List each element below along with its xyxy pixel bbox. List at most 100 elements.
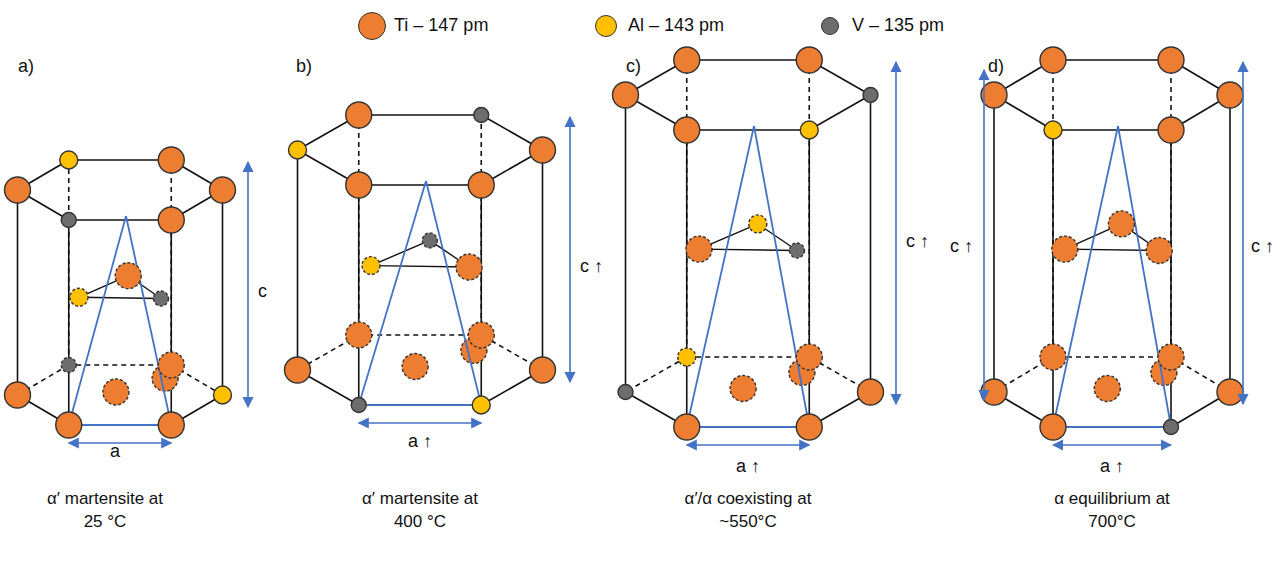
atom bbox=[402, 354, 428, 380]
dimension-arrow bbox=[983, 70, 985, 400]
atom bbox=[5, 382, 31, 408]
cell-edge bbox=[1229, 95, 1231, 392]
plane-triangle bbox=[79, 297, 161, 298]
atom bbox=[158, 147, 184, 173]
atom bbox=[1217, 82, 1243, 108]
cell-edge bbox=[809, 95, 870, 130]
dimension-arrow bbox=[1242, 62, 1244, 404]
atom bbox=[730, 376, 756, 402]
atom bbox=[1158, 117, 1184, 143]
atom bbox=[214, 386, 232, 404]
atom bbox=[472, 396, 490, 414]
cell-edge bbox=[687, 59, 810, 61]
atom bbox=[103, 379, 129, 405]
cell-edge bbox=[69, 424, 172, 426]
atom bbox=[158, 412, 184, 438]
atom bbox=[1217, 379, 1243, 405]
atom bbox=[530, 357, 556, 383]
pyramid-line bbox=[687, 426, 810, 428]
atom bbox=[468, 322, 494, 348]
cell-edge bbox=[359, 404, 482, 406]
atom bbox=[981, 379, 1007, 405]
atom bbox=[5, 177, 31, 203]
atom bbox=[749, 215, 767, 233]
atom bbox=[158, 207, 184, 233]
pyramid-line bbox=[687, 126, 754, 427]
atom bbox=[456, 254, 482, 280]
plane-triangle bbox=[699, 249, 797, 250]
atom bbox=[1040, 414, 1066, 440]
atom bbox=[530, 137, 556, 163]
cell-edge bbox=[1052, 60, 1054, 357]
dimension-arrow bbox=[895, 62, 897, 404]
cell-edge bbox=[808, 60, 810, 357]
cell-edge bbox=[625, 95, 627, 392]
pyramid-line bbox=[126, 216, 171, 425]
atom bbox=[61, 358, 76, 373]
atom bbox=[468, 172, 494, 198]
atom bbox=[1040, 47, 1066, 73]
cell-edge bbox=[626, 357, 687, 392]
dimension-arrow bbox=[247, 162, 249, 407]
cell-edge bbox=[993, 95, 995, 392]
legend-text: Al – 143 pm bbox=[628, 15, 724, 37]
atom bbox=[674, 414, 700, 440]
cell-edge bbox=[686, 60, 688, 357]
phase-caption: α equilibrium at 700°C bbox=[1054, 488, 1170, 534]
atom bbox=[618, 385, 633, 400]
panel-letter: c) bbox=[626, 55, 641, 78]
cell-edge bbox=[1053, 129, 1171, 131]
pyramid-line bbox=[69, 424, 172, 426]
pyramid-line bbox=[1118, 126, 1171, 427]
atom bbox=[796, 344, 822, 370]
atom bbox=[61, 213, 76, 228]
atom bbox=[210, 177, 236, 203]
atom bbox=[346, 102, 372, 128]
cell-edge bbox=[222, 190, 224, 395]
panel-letter: a) bbox=[18, 55, 34, 78]
atom bbox=[70, 288, 88, 306]
pyramid-line bbox=[69, 216, 126, 425]
atom bbox=[678, 348, 696, 366]
cell-edge bbox=[68, 160, 70, 365]
dimension-label: c ↑ bbox=[950, 235, 973, 258]
atom bbox=[1040, 344, 1066, 370]
atom bbox=[1164, 420, 1179, 435]
cell-edge bbox=[359, 184, 482, 186]
cell-edge bbox=[1053, 59, 1171, 61]
dimension-arrow bbox=[687, 444, 810, 446]
hcp-unit-cell bbox=[613, 47, 897, 445]
cell-edge bbox=[170, 160, 172, 365]
legend-swatch bbox=[358, 12, 386, 40]
atom bbox=[981, 82, 1007, 108]
cell-edge bbox=[1170, 60, 1172, 357]
cell-edge bbox=[17, 190, 19, 395]
legend-swatch bbox=[821, 17, 839, 35]
cell-edge bbox=[870, 95, 872, 392]
dimension-arrow bbox=[569, 117, 571, 382]
dimension-arrow bbox=[359, 422, 482, 424]
cell-edge bbox=[358, 115, 360, 335]
atom bbox=[686, 236, 712, 262]
atom bbox=[858, 379, 884, 405]
atom bbox=[56, 412, 82, 438]
pyramid-line bbox=[359, 404, 482, 406]
atom bbox=[60, 151, 78, 169]
atom bbox=[674, 47, 700, 73]
atom bbox=[800, 121, 818, 139]
pyramid-line bbox=[359, 181, 426, 405]
legend-text: V – 135 pm bbox=[852, 15, 944, 37]
atom bbox=[790, 243, 805, 258]
atom bbox=[1158, 47, 1184, 73]
pyramid-line bbox=[426, 181, 481, 405]
panel-letter: b) bbox=[296, 55, 312, 78]
dimension-label: c bbox=[258, 280, 267, 303]
cell-edge bbox=[69, 159, 172, 161]
atom bbox=[796, 414, 822, 440]
atom bbox=[154, 291, 169, 306]
atom bbox=[674, 117, 700, 143]
atom bbox=[796, 47, 822, 73]
dimension-label: a ↑ bbox=[408, 430, 432, 453]
atom bbox=[1158, 344, 1184, 370]
